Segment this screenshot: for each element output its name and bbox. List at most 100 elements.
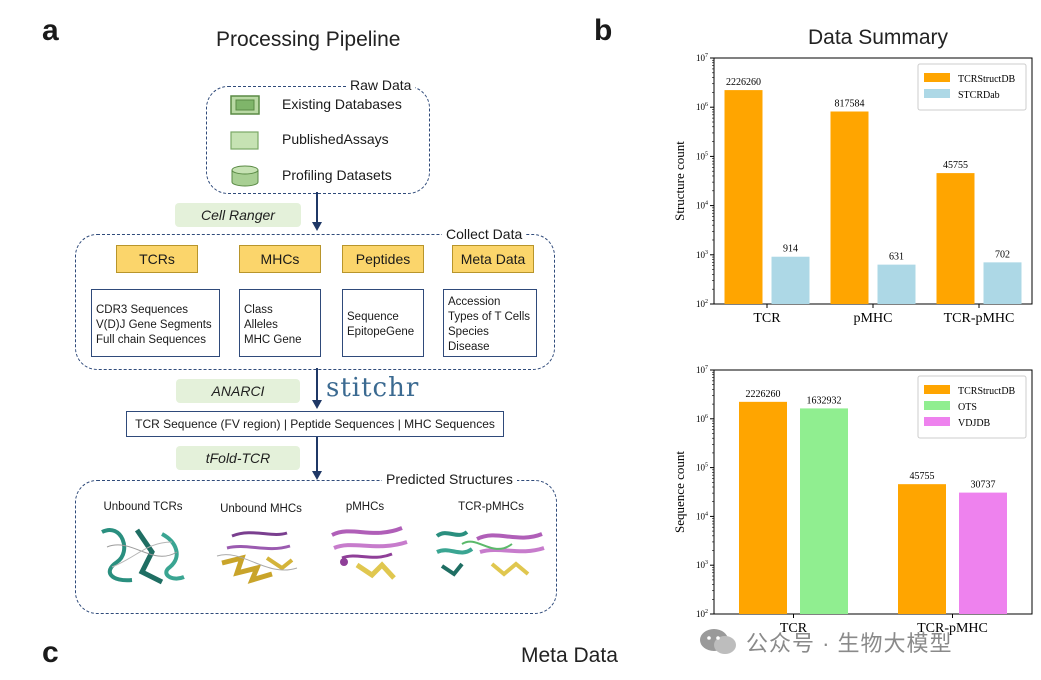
flow-arrow-2: [310, 368, 324, 415]
raw-item-profiling: Profiling Datasets: [282, 167, 392, 183]
peptide-details-box: Sequence EpitopeGene: [342, 289, 424, 357]
bar-tcrstructdb-tcr: [739, 401, 787, 614]
y-tick-label: 102: [696, 299, 708, 309]
bar-tcrstructdb-tcr-pmhc: [898, 484, 946, 614]
mhc-detail-gene: MHC Gene: [244, 334, 302, 346]
bar-tcrstructdb-tcr: [724, 90, 763, 304]
bar-value-label: 914: [783, 244, 798, 255]
meta-detail-tcell-types: Types of T Cells: [448, 311, 531, 323]
bar-value-label: 631: [889, 252, 904, 263]
bar-stcrdab-pmhc: [877, 264, 916, 304]
x-tick-label: TCR: [780, 621, 808, 636]
wechat-icon: [698, 626, 738, 661]
bar-value-label: 817584: [835, 99, 865, 110]
y-tick-label: 103: [696, 560, 708, 570]
dataset-cylinder-icon: [230, 164, 260, 193]
panel-c-letter: c: [42, 636, 59, 669]
predicted-structures-box: [75, 480, 557, 614]
bar-value-label: 1632932: [807, 395, 842, 406]
bar-stcrdab-tcr: [771, 256, 810, 304]
x-tick-label: TCR-pMHC: [917, 621, 988, 636]
structure-label-pmhcs: pMHCs: [345, 501, 385, 513]
y-tick-label: 103: [696, 250, 708, 260]
bar-stcrdab-tcr-pmhc: [983, 262, 1022, 304]
raw-data-label: Raw Data: [346, 77, 416, 93]
sequence-box: TCR Sequence (FV region) | Peptide Seque…: [126, 411, 504, 437]
stitchr-logo: stitchr: [326, 373, 419, 403]
category-mhcs: MHCs: [239, 245, 321, 273]
y-tick-label: 106: [696, 102, 708, 112]
mhc-detail-class: Class: [244, 304, 273, 316]
category-peptides: Peptides: [342, 245, 424, 273]
legend-label: TCRStructDB: [958, 386, 1016, 397]
x-tick-label: TCR: [753, 311, 781, 326]
bar-value-label: 2226260: [746, 389, 781, 400]
collect-data-box: [75, 234, 555, 370]
bar-value-label: 30737: [971, 480, 996, 491]
bar-vdjdb-tcr-pmhc: [959, 492, 1007, 614]
tcr-detail-cdr3: CDR3 Sequences: [96, 304, 189, 316]
stitchr-logo-text: stitchr: [326, 373, 420, 403]
x-tick-label: pMHC: [854, 311, 893, 326]
bar-value-label: 702: [995, 249, 1010, 260]
legend-label: STCRDab: [958, 90, 1000, 101]
raw-item-databases: Existing Databases: [282, 96, 402, 112]
unbound-tcr-structure-image: [92, 522, 192, 591]
mhc-details-box: Class Alleles MHC Gene: [239, 289, 321, 357]
legend-label: OTS: [958, 402, 977, 413]
raw-item-assays: PublishedAssays: [282, 131, 389, 147]
y-axis-label: Structure count: [672, 141, 687, 221]
peptide-detail-sequence: Sequence: [347, 311, 399, 323]
legend-label: TCRStructDB: [958, 74, 1016, 85]
meta-detail-accession: Accession: [448, 296, 501, 308]
y-tick-label: 104: [696, 511, 708, 521]
panel-a-title: Processing Pipeline: [216, 28, 401, 51]
pmhc-structure-image: [322, 520, 414, 589]
bar-tcrstructdb-pmhc: [830, 111, 869, 304]
x-tick-label: TCR-pMHC: [944, 311, 1015, 326]
tcr-detail-fullchain: Full chain Sequences: [96, 334, 206, 346]
cell-ranger-pill: Cell Ranger: [175, 203, 301, 227]
legend-swatch: [924, 89, 950, 98]
tcr-pmhc-structure-image: [432, 524, 550, 587]
flow-arrow-3: [310, 437, 324, 486]
panel-c-title: Meta Data: [521, 644, 618, 667]
predicted-structures-label: Predicted Structures: [382, 471, 517, 487]
y-tick-label: 107: [696, 365, 708, 375]
structure-label-tcr-pmhcs: TCR-pMHCs: [458, 501, 524, 513]
legend-swatch: [924, 73, 950, 82]
panel-b-title: Data Summary: [808, 26, 949, 49]
panel-b-letter: b: [594, 14, 613, 47]
legend-swatch: [924, 385, 950, 394]
tcr-detail-vdj: V(D)J Gene Segments: [96, 319, 212, 331]
y-tick-label: 102: [696, 609, 708, 619]
collect-data-label: Collect Data: [442, 226, 527, 242]
y-tick-label: 105: [696, 151, 708, 161]
mhc-detail-alleles: Alleles: [244, 319, 278, 331]
y-tick-label: 106: [696, 414, 708, 424]
panel-a-letter: a: [42, 14, 59, 47]
structure-label-unbound-tcrs: Unbound TCRs: [103, 501, 183, 513]
bar-ots-tcr: [800, 408, 848, 614]
legend-label: VDJDB: [958, 418, 991, 429]
structure-label-unbound-mhcs: Unbound MHCs: [220, 503, 302, 515]
tfold-pill: tFold-TCR: [176, 446, 300, 470]
category-meta-data: Meta Data: [452, 245, 534, 273]
watermark-text: 公众号 · 生物大模型: [746, 631, 953, 656]
meta-details-box: Accession Types of T Cells Species Disea…: [443, 289, 537, 357]
bar-value-label: 45755: [943, 160, 968, 171]
unbound-mhc-structure-image: [212, 528, 302, 589]
bar-value-label: 45755: [910, 471, 935, 482]
legend-swatch: [924, 417, 950, 426]
meta-detail-disease: Disease: [448, 341, 490, 353]
meta-detail-species: Species: [448, 326, 489, 338]
peptide-detail-epitope: EpitopeGene: [347, 326, 415, 338]
y-tick-label: 107: [696, 53, 708, 63]
bar-tcrstructdb-tcr-pmhc: [936, 173, 975, 304]
bar-value-label: 2226260: [726, 77, 761, 88]
y-tick-label: 105: [696, 463, 708, 473]
flow-arrow-1: [310, 192, 324, 237]
y-tick-label: 104: [696, 201, 708, 211]
